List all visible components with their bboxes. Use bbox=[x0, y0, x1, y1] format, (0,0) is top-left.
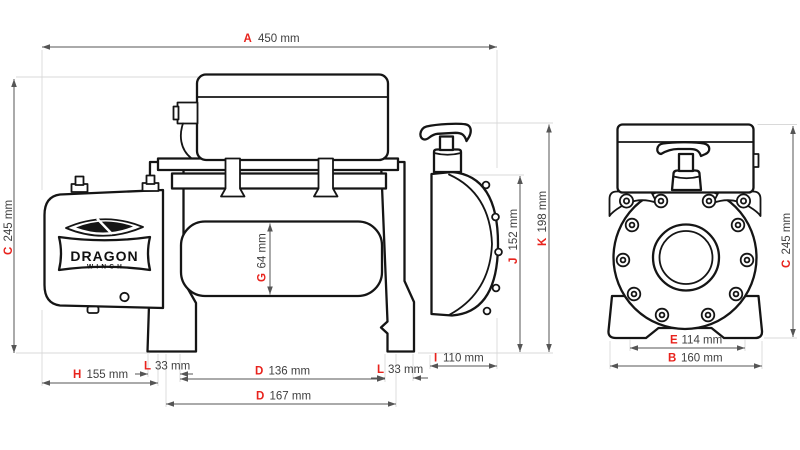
dim-K-value: 198 mm bbox=[537, 191, 549, 233]
dimensions: A 450 mm C 245 mm G 64 mm J 152 mm bbox=[3, 33, 796, 407]
dim-B-letter: B bbox=[668, 353, 676, 365]
dim-D-outer-letter: D bbox=[256, 391, 264, 403]
dim-K-letter: K bbox=[537, 237, 549, 246]
bolt bbox=[615, 252, 631, 268]
control-box bbox=[172, 73, 390, 162]
dim-J-value: 152 mm bbox=[508, 209, 520, 251]
dim-H-motor-length: H 155 mm bbox=[42, 369, 158, 386]
bolt bbox=[739, 252, 755, 268]
control-box-wire bbox=[179, 122, 192, 159]
front-bolt-circle bbox=[615, 193, 755, 323]
bolt bbox=[730, 217, 746, 233]
dim-H-letter: H bbox=[73, 369, 81, 381]
gearbox-bolt-bumps bbox=[481, 180, 503, 316]
side-view: DRAGON WINCH bbox=[43, 73, 503, 353]
dim-J-letter: J bbox=[508, 258, 520, 264]
bolt bbox=[653, 193, 669, 209]
front-drum-bore-inner bbox=[658, 230, 714, 285]
dim-A-value: 450 mm bbox=[258, 33, 300, 45]
bolt bbox=[626, 286, 642, 302]
bolt bbox=[728, 286, 744, 302]
front-clutch-lever bbox=[656, 141, 711, 192]
dim-I-letter: I bbox=[434, 353, 437, 365]
logo-brand-text: DRAGON bbox=[70, 248, 138, 264]
strap-left bbox=[220, 157, 246, 198]
dim-D-inner-value: 136 mm bbox=[269, 366, 311, 378]
dim-J-gearbox-height: J 152 mm bbox=[508, 176, 523, 352]
motor-terminal-bolts bbox=[70, 174, 160, 193]
dim-G-value: 64 mm bbox=[257, 233, 269, 268]
dim-A-letter: A bbox=[244, 33, 252, 45]
motor-housing: DRAGON WINCH bbox=[43, 174, 165, 314]
bolt bbox=[701, 193, 717, 209]
dim-B-front-width: B 160 mm bbox=[610, 353, 762, 369]
gearbox-endcap-line bbox=[448, 173, 493, 316]
dim-L-right-letter: L bbox=[377, 364, 384, 376]
dim-L-right-foot-width: L 33 mm bbox=[371, 364, 428, 381]
dim-E-front-bolt-distance: E 114 mm bbox=[630, 335, 745, 351]
dim-C-side-letter: C bbox=[3, 247, 15, 255]
bolt bbox=[700, 307, 716, 323]
bolt bbox=[624, 217, 640, 233]
bolt bbox=[736, 193, 752, 209]
dim-L-left-letter: L bbox=[144, 361, 151, 373]
dim-C-front-height: C 245 mm bbox=[781, 126, 796, 337]
dim-L-left-value: 33 mm bbox=[155, 361, 190, 373]
bolt bbox=[654, 307, 670, 323]
dim-E-value: 114 mm bbox=[682, 335, 723, 347]
dim-D-outer-value: 167 mm bbox=[270, 391, 312, 403]
front-view bbox=[607, 123, 764, 340]
strap-right bbox=[313, 157, 339, 198]
right-support-leg bbox=[379, 160, 416, 353]
dim-L-right-value: 33 mm bbox=[388, 364, 423, 376]
dim-A-overall-length: A 450 mm bbox=[42, 33, 497, 50]
lever-t-handle bbox=[419, 122, 472, 143]
dim-L-left-foot-width: L 33 mm bbox=[135, 361, 193, 377]
motor-plug-hole bbox=[119, 291, 130, 303]
motor-drain-plug bbox=[86, 305, 100, 314]
tie-bar-bottom bbox=[170, 172, 388, 190]
brand-logo: DRAGON WINCH bbox=[57, 217, 152, 272]
dim-G-letter: G bbox=[257, 273, 269, 282]
dim-C-front-value: 245 mm bbox=[781, 213, 793, 255]
bolt bbox=[619, 193, 635, 209]
dim-I-value: 110 mm bbox=[443, 353, 484, 365]
dim-H-value: 155 mm bbox=[87, 369, 129, 381]
dim-E-letter: E bbox=[670, 335, 678, 347]
dim-I-gearbox-length: I 110 mm bbox=[430, 353, 497, 369]
dim-C-front-letter: C bbox=[781, 260, 793, 268]
dim-G-drum-diameter: G 64 mm bbox=[257, 223, 273, 295]
control-box-connector bbox=[176, 101, 199, 125]
dim-K-total-height: K 198 mm bbox=[537, 124, 552, 352]
extension-lines bbox=[16, 50, 797, 407]
rope-drum bbox=[179, 220, 384, 298]
dim-B-value: 160 mm bbox=[681, 353, 723, 365]
dim-C-side-value: 245 mm bbox=[3, 200, 15, 242]
dim-D-bolt-pattern: D 167 mm bbox=[166, 391, 396, 407]
dim-D-inner-letter: D bbox=[255, 366, 263, 378]
dim-C-side-height: C 245 mm bbox=[3, 79, 17, 353]
logo-sub-text: WINCH bbox=[87, 264, 125, 271]
clutch-lever bbox=[419, 122, 472, 174]
dim-D-inner-foot-distance: D 136 mm bbox=[180, 366, 385, 382]
gearbox-housing bbox=[430, 170, 500, 317]
logo-badge bbox=[57, 235, 152, 272]
